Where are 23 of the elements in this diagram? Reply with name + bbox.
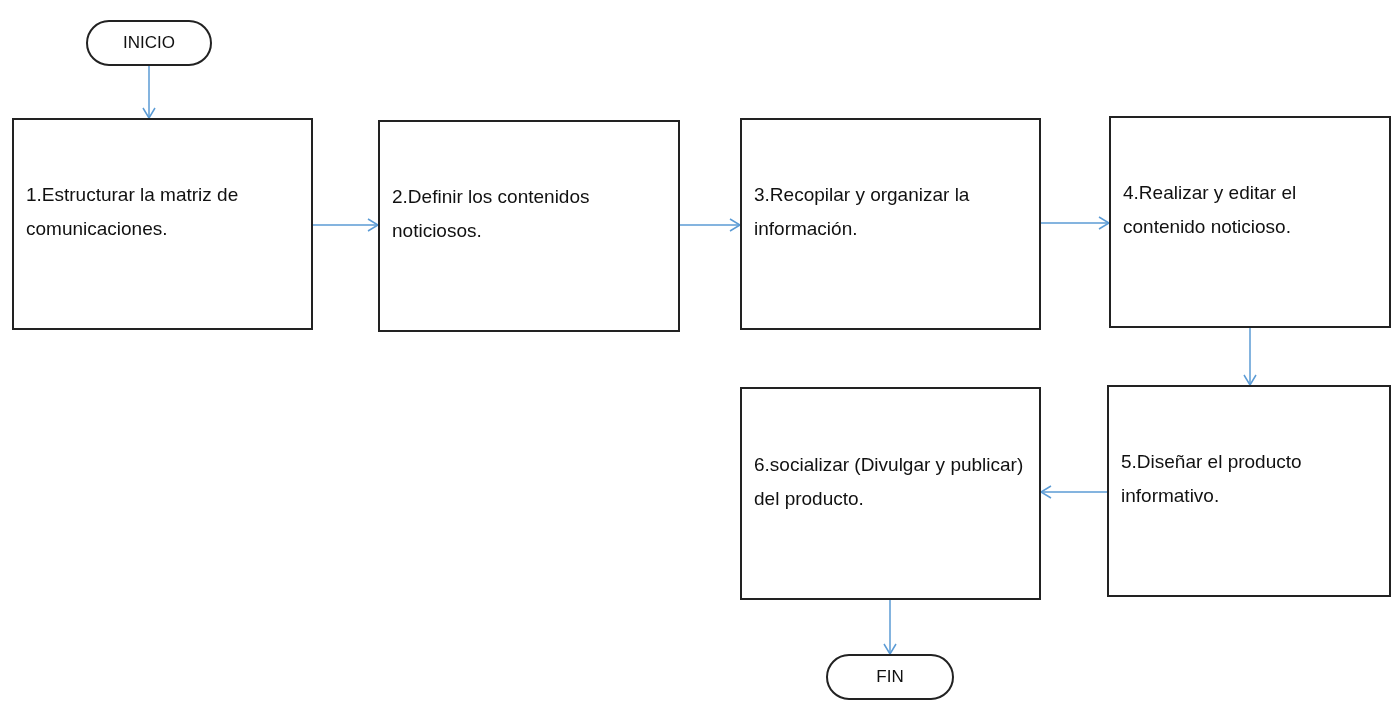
step-text: 2.Definir los contenidos noticiosos. [392, 185, 591, 243]
arrow [1040, 216, 1110, 230]
process-box [12, 118, 313, 330]
terminal-pill [826, 654, 954, 700]
terminal-pill [86, 20, 212, 66]
arrow [679, 218, 741, 232]
step-text: 4.Realizar y editar el contenido noticioso. [1123, 181, 1298, 239]
step-text: 3.Recopilar y organizar la información. [754, 183, 971, 241]
step-text: FIN [876, 666, 904, 689]
arrow [142, 65, 156, 119]
step-text: INICIO [123, 32, 175, 55]
step-text: 5.Diseñar el producto informativo. [1121, 450, 1303, 508]
process-box [740, 387, 1041, 600]
process-box [1107, 385, 1391, 597]
arrow [1040, 485, 1108, 499]
process-box [740, 118, 1041, 330]
arrow [883, 599, 897, 655]
process-box [1109, 116, 1391, 328]
arrow [312, 218, 379, 232]
step-text: 1.Estructurar la matriz de comunicaciones. [26, 183, 240, 241]
step-text: 6.socializar (Divulgar y publicar) del producto. [754, 452, 1025, 511]
arrow [1243, 327, 1257, 386]
process-box [378, 120, 680, 332]
